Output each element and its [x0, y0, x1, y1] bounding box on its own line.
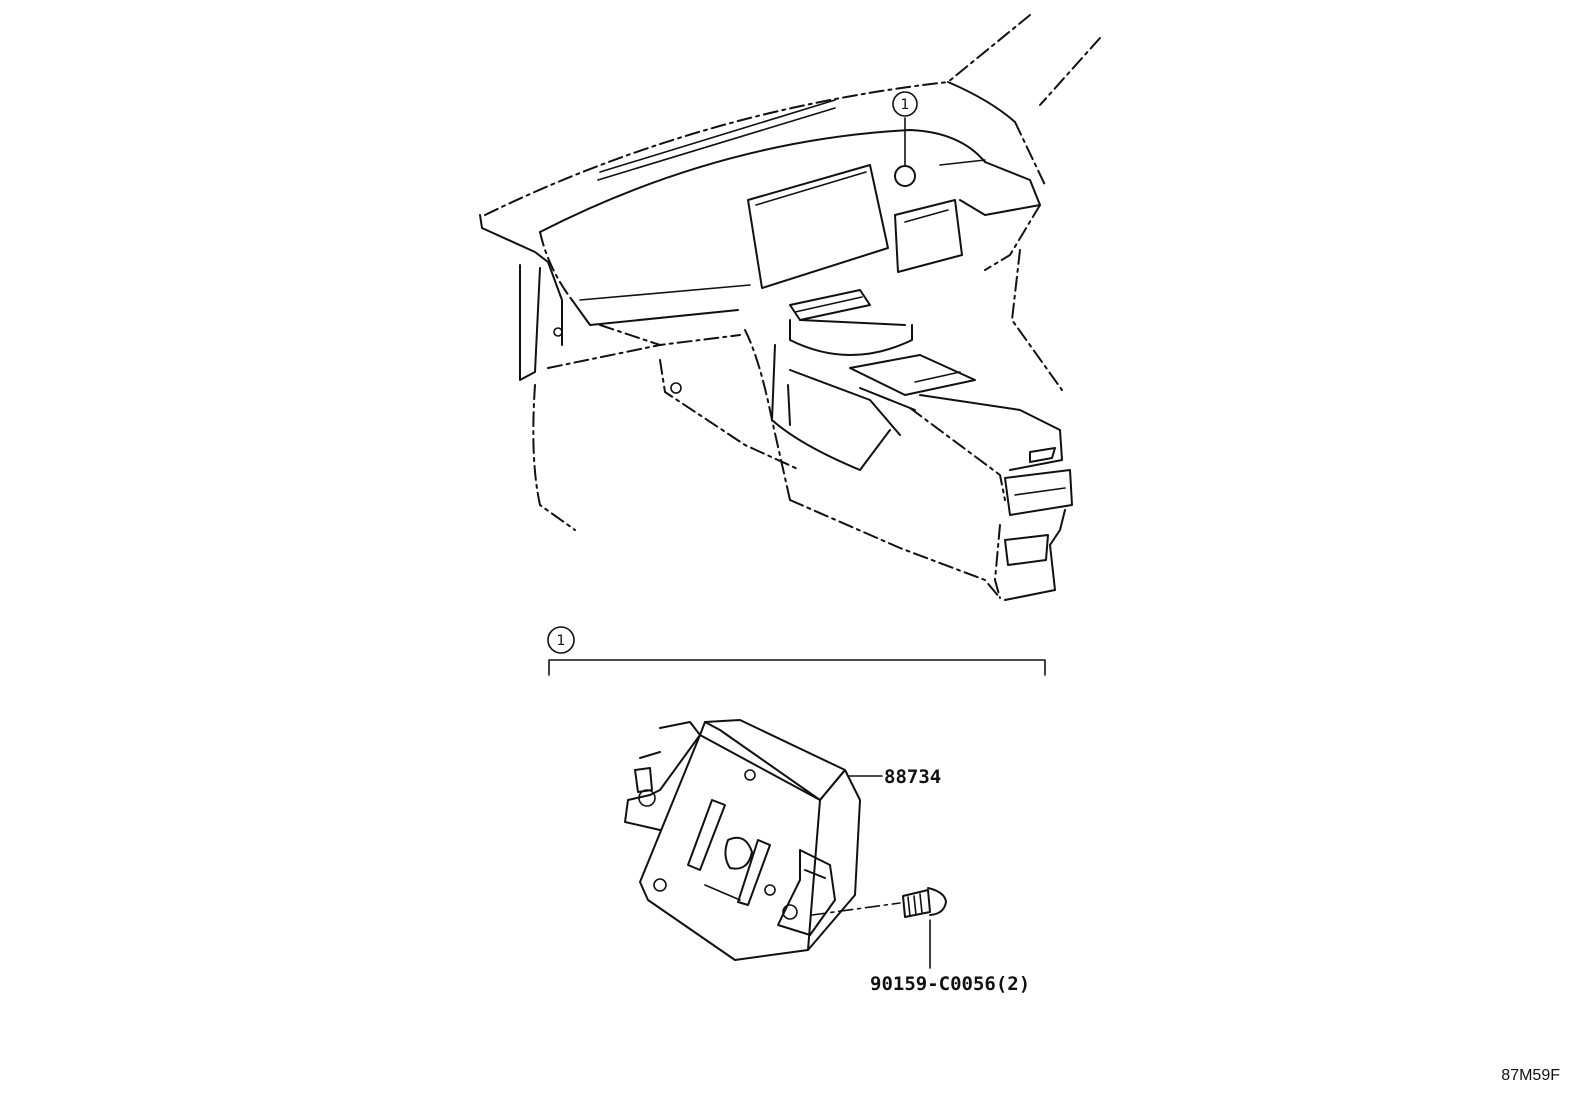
- screw-part-number: 90159-C0056(2): [870, 973, 1030, 995]
- group-bracket: 1: [547, 626, 1046, 676]
- group-callout-number: 1: [557, 633, 566, 649]
- drawing-id: 87M59F: [1501, 1067, 1560, 1084]
- screw-90159-C0056: 90159-C0056(2): [811, 887, 1030, 995]
- module-88734: 88734: [624, 719, 941, 961]
- module-part-number: 88734: [884, 766, 941, 788]
- dashboard-illustration: 1: [479, 14, 1101, 601]
- dash-callout-number: 1: [901, 97, 910, 113]
